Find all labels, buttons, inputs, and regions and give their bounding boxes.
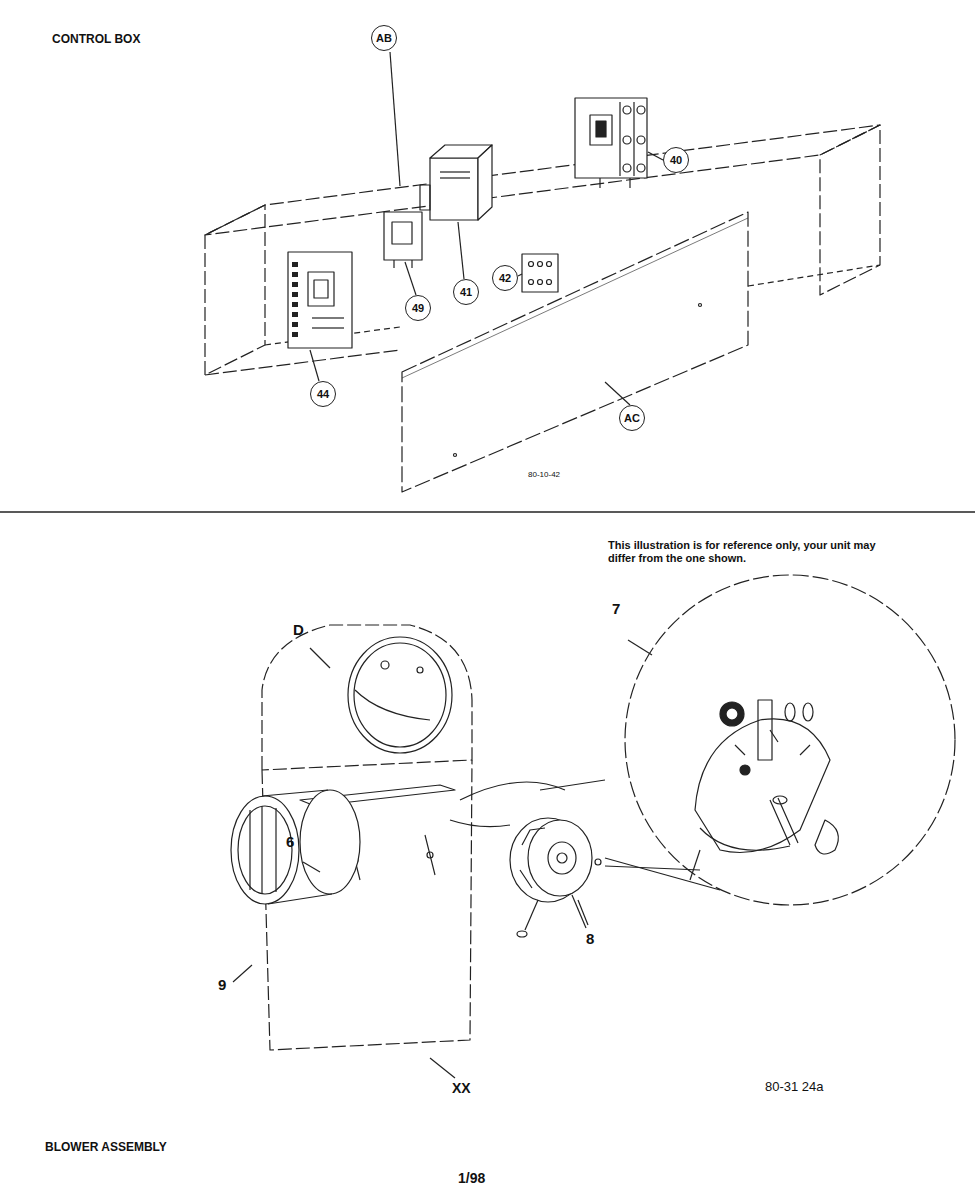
callout-number: 9 (218, 976, 226, 993)
callout-letter: D (293, 621, 304, 638)
callout-number: 7 (612, 600, 620, 617)
callout-circle: AB (371, 25, 397, 51)
callout-number: 8 (586, 930, 594, 947)
callout-circle: 41 (453, 279, 479, 305)
callout-letter: XX (452, 1080, 471, 1096)
callout-circle: 40 (663, 147, 689, 173)
drawing-number: 80-31 24a (765, 1080, 824, 1095)
date-code: 1/98 (458, 1170, 485, 1186)
callout-circle: 42 (492, 265, 518, 291)
callout-text: 42 (499, 273, 511, 284)
callout-text: 49 (412, 303, 424, 314)
callout-text: 44 (317, 389, 329, 400)
reference-note: This illustration is for reference only,… (608, 539, 876, 564)
section-heading: BLOWER ASSEMBLY (45, 1141, 167, 1155)
callout-circle: 49 (405, 295, 431, 321)
section-heading: CONTROL BOX (52, 33, 140, 47)
callout-circle: 44 (310, 381, 336, 407)
callout-text: AB (376, 33, 392, 44)
drawing-number: 80-10-42 (528, 470, 560, 479)
callout-number: 6 (286, 833, 294, 850)
callout-text: 41 (460, 287, 472, 298)
callout-text: 40 (670, 155, 682, 166)
callout-text: AC (624, 413, 640, 424)
callout-circle: AC (619, 405, 645, 431)
